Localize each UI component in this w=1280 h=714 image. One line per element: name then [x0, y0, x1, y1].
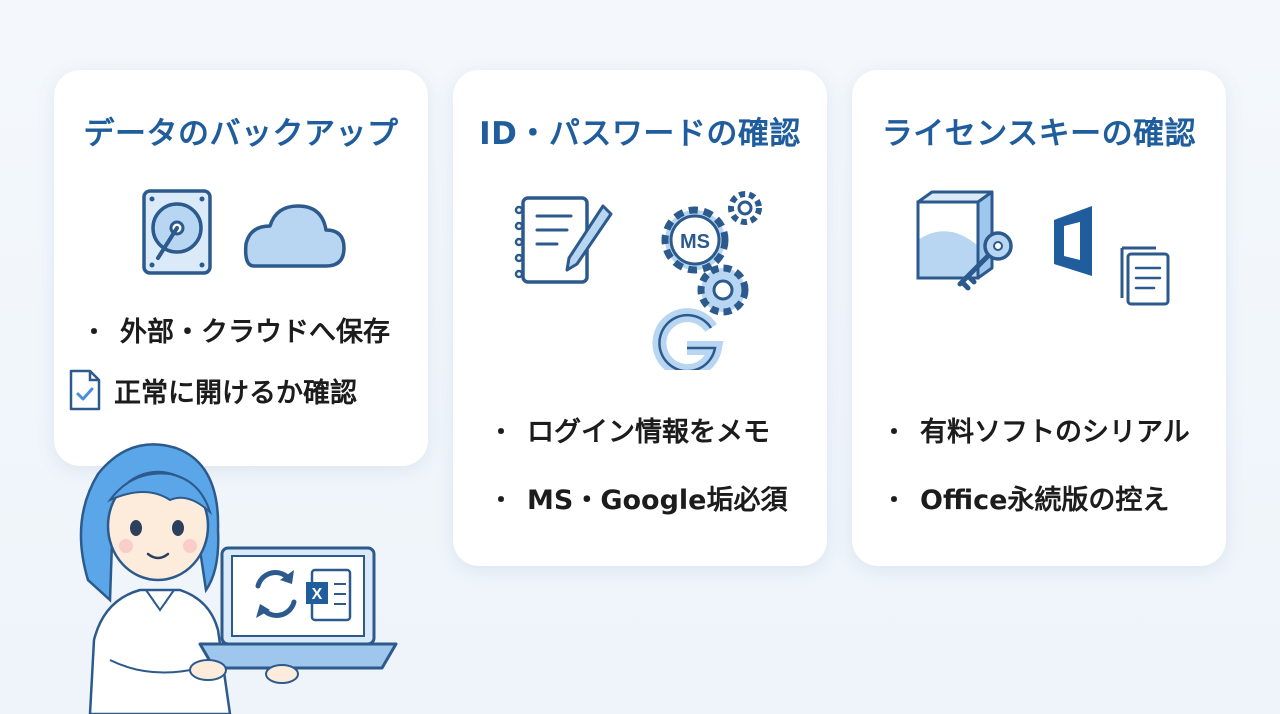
bullet-dot: ・	[489, 418, 513, 446]
document-check-icon	[69, 369, 101, 411]
backup-card-title: データのバックアップ	[83, 116, 399, 152]
password-card-title: ID・パスワードの確認	[479, 116, 801, 152]
sync-icon	[255, 570, 297, 618]
ms-gear-label: MS	[680, 231, 710, 253]
password-card: ID・パスワードの確認 MS ・	[453, 70, 827, 566]
password-item-2: ・ MS・Google垢必須	[489, 478, 787, 517]
girl-face	[106, 470, 213, 582]
bullet-dot: ・	[489, 486, 513, 514]
license-card-title: ライセンスキーの確認	[881, 116, 1197, 152]
backup-item-2: 正常に開けるか確認	[68, 368, 357, 412]
girl-with-laptop-illustration: X	[79, 443, 398, 714]
google-g-icon	[652, 308, 724, 370]
license-item-1-text: 有料ソフトのシリアル	[920, 417, 1190, 448]
gear-icon	[697, 264, 749, 316]
hard-drive-icon	[142, 189, 212, 275]
license-item-1: ・ 有料ソフトのシリアル	[882, 410, 1190, 449]
bullet-dot: ・	[882, 418, 906, 446]
license-card: ライセンスキーの確認 ・ 有料ソフトのシリアル ・ Office永続版の控え	[852, 70, 1226, 566]
backup-item-2-text: 正常に開けるか確認	[114, 377, 357, 409]
cloud-icon	[243, 204, 346, 268]
key-icon	[957, 231, 1013, 291]
backup-card: データのバックアップ ・ 外部・クラウドへ保存 正常に開けるか確認	[54, 70, 428, 466]
password-item-1: ・ ログイン情報をメモ	[489, 410, 770, 449]
ms-gear-icon: MS	[661, 206, 729, 274]
backup-item-1-text: 外部・クラウドへ保存	[120, 317, 390, 348]
document-copy-icon	[1120, 246, 1170, 306]
notebook-pen-icon	[514, 196, 613, 284]
password-item-2-text: MS・Google垢必須	[527, 485, 788, 516]
password-item-1-text: ログイン情報をメモ	[527, 417, 770, 448]
license-item-2: ・ Office永続版の控え	[882, 478, 1169, 517]
girl-hands	[189, 659, 299, 684]
license-item-2-text: Office永続版の控え	[920, 485, 1170, 516]
office-logo-icon	[1054, 206, 1092, 276]
excel-file-icon: X	[306, 568, 352, 622]
bullet-dot: ・	[82, 318, 106, 346]
excel-file-letter: X	[312, 586, 323, 603]
small-gear-icon	[728, 191, 762, 225]
laptop-icon[interactable]: X	[198, 546, 398, 670]
backup-item-1: ・ 外部・クラウドへ保存	[82, 310, 390, 349]
bullet-dot: ・	[882, 486, 906, 514]
